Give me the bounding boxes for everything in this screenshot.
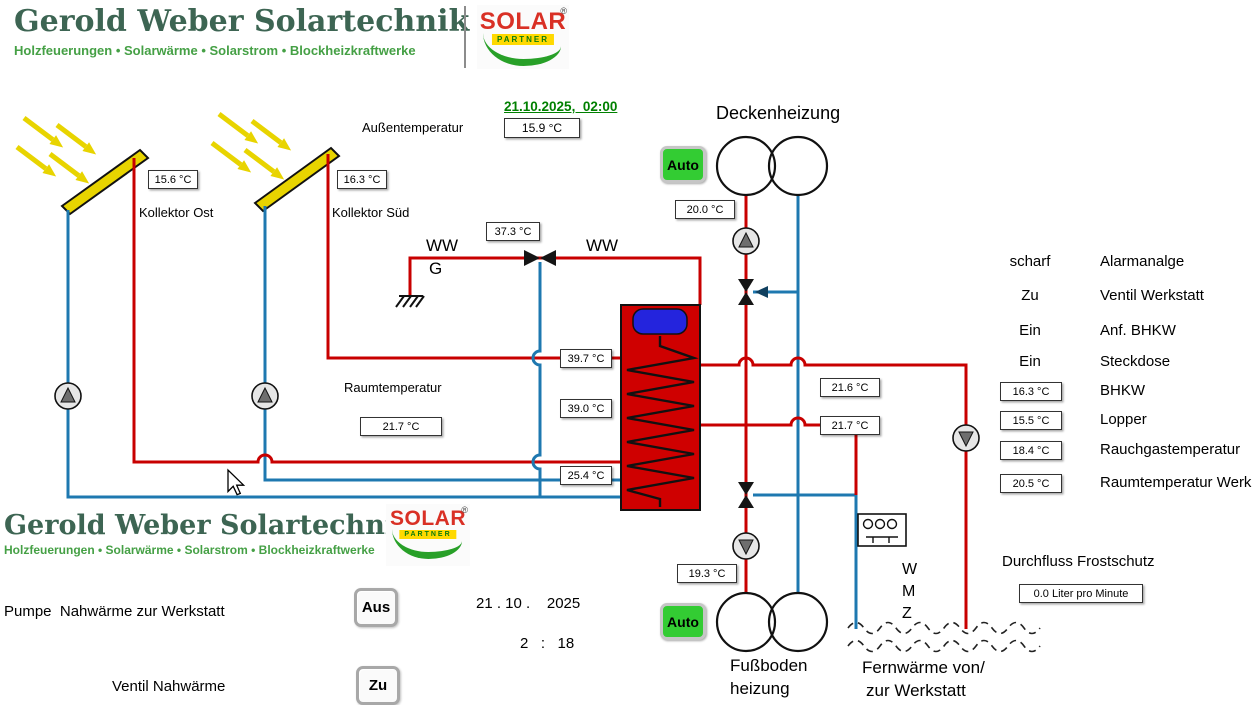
pump-nahwaerme (952, 424, 980, 452)
pump-kollektor-sued (251, 382, 279, 410)
ground-label: G (429, 259, 443, 278)
sensor-box-raumtemp-werkstatt: 20.5 °C (1000, 474, 1062, 493)
status-value-steckdose: Ein (1019, 353, 1041, 370)
status-label-alarm: Alarmanalge (1100, 253, 1185, 270)
cold-water-riser (531, 262, 542, 497)
fussboden-title-line2: heizung (730, 679, 790, 698)
solar-partner-band: PARTNER (491, 34, 555, 45)
solar-swoosh (392, 529, 462, 559)
wmz-letter-m: M (902, 583, 916, 600)
decken-heat-exchanger (715, 135, 829, 197)
registered-mark: ® (461, 505, 468, 515)
sensor-box-bhkw: 16.3 °C (1000, 382, 1062, 401)
tank-temp-top-box: 39.7 °C (560, 349, 612, 368)
brand-subtitle: Holzfeuerungen • Solarwärme • Solarstrom… (14, 42, 416, 58)
hot-pipes (132, 154, 968, 629)
solar-partner-logo-footer: SOLAR ® PARTNER (386, 504, 470, 566)
wmz-letter-w: W (902, 561, 918, 578)
ww-label-right: WW (586, 236, 619, 255)
outdoor-temp-label: Außentemperatur (362, 120, 464, 135)
status-value-anf-bhkw: Ein (1019, 322, 1041, 339)
brand-header: Gerold Weber Solartechnik Holzfeuerungen… (14, 4, 470, 58)
ventil-nahwaerme-button[interactable]: Zu (356, 666, 400, 705)
fussboden-heat-exchanger (715, 591, 829, 653)
solar-swoosh (483, 33, 561, 66)
sensor-label-raumtemp-werkstatt: Raumtemperatur Werk (1100, 474, 1252, 491)
fussboden-title-line1: Fußboden (730, 656, 808, 675)
room-temp-box: 21.7 °C (360, 417, 442, 436)
outdoor-temp-box: 15.9 °C (504, 118, 580, 138)
status-label-steckdose: Steckdose (1100, 353, 1171, 370)
status-label-anf-bhkw: Anf. BHKW (1100, 322, 1176, 339)
loop-temp-upper-box: 21.6 °C (820, 378, 880, 397)
pump-nahwaerme-label: Pumpe Nahwärme zur Werkstatt (4, 603, 225, 620)
decken-title: Deckenheizung (716, 103, 841, 123)
tank-temp-low-box: 25.4 °C (560, 466, 612, 485)
fussboden-temp-box: 19.3 °C (677, 564, 737, 583)
kollektor-ost-label: Kollektor Ost (139, 205, 214, 220)
fussboden-auto-button[interactable]: Auto (660, 603, 706, 640)
brand-title: Gerold Weber Solartechnik (14, 4, 470, 39)
sensor-label-bhkw: BHKW (1100, 382, 1145, 399)
pump-nahwaerme-button[interactable]: Aus (354, 588, 398, 627)
fernwaerme-label-line1: Fernwärme von/ (862, 658, 985, 677)
kollektor-ost-temp-box: 15.6 °C (148, 170, 198, 189)
ww-label-left: WW (426, 236, 459, 255)
fernwaerme-wavy-lines (847, 621, 1041, 653)
sun-rays-sued (210, 112, 292, 180)
kollektor-sued-label: Kollektor Süd (332, 205, 410, 220)
buffer-tank (620, 304, 701, 511)
fussboden-valve (738, 482, 754, 508)
ww-mixing-valve (524, 250, 556, 266)
pump-fussbodenheizung (732, 532, 760, 560)
brand-subtitle-footer: Holzfeuerungen • Solarwärme • Solarstrom… (4, 543, 375, 558)
brand-title-footer: Gerold Weber Solartechnik (4, 510, 414, 541)
solar-partner-band: PARTNER (399, 530, 457, 539)
pump-deckenheizung (732, 227, 760, 255)
ventil-nahwaerme-label: Ventil Nahwärme (112, 678, 226, 695)
flow-arrow (755, 286, 768, 298)
decken-valve (738, 279, 754, 305)
header-divider (464, 6, 466, 68)
solar-logo-text: SOLAR (390, 507, 466, 530)
datetime-display: 21.10.2025, 02:00 (504, 99, 618, 114)
pump-kollektor-ost (54, 382, 82, 410)
schedule-date: 21 . 10 . 2025 (476, 595, 581, 612)
flow-label: Durchfluss Frostschutz (1002, 553, 1155, 570)
wmz-letter-z: Z (902, 605, 912, 622)
kollektor-sued-temp-box: 16.3 °C (337, 170, 387, 189)
status-label-ventil-werkstatt: Ventil Werkstatt (1100, 287, 1204, 304)
sensor-box-lopper: 15.5 °C (1000, 411, 1062, 430)
sensor-label-lopper: Lopper (1100, 411, 1147, 428)
schedule-time: 2 : 18 (520, 635, 575, 652)
ground-symbol (395, 295, 425, 308)
sensor-box-rauchgas: 18.4 °C (1000, 441, 1062, 460)
loop-temp-lower-box: 21.7 °C (820, 416, 880, 435)
ww-temp-box: 37.3 °C (486, 222, 540, 241)
collector-panel-sued (253, 146, 341, 213)
decken-temp-box: 20.0 °C (675, 200, 735, 219)
wmz-meter-icon (857, 513, 907, 547)
decken-auto-button[interactable]: Auto (660, 146, 706, 183)
status-value-alarm: scharf (1009, 253, 1051, 270)
tank-temp-mid-box: 39.0 °C (560, 399, 612, 418)
solar-logo-text: SOLAR (479, 8, 567, 35)
solar-partner-logo: SOLAR ® PARTNER (477, 5, 569, 69)
registered-mark: ® (560, 6, 567, 16)
sun-rays-ost (15, 116, 97, 184)
mouse-cursor (227, 468, 246, 496)
sensor-label-rauchgas: Rauchgastemperatur (1100, 441, 1241, 458)
status-value-ventil-werkstatt: Zu (1021, 287, 1039, 304)
room-temp-label: Raumtemperatur (344, 380, 442, 395)
flow-value-box: 0.0 Liter pro Minute (1019, 584, 1143, 603)
brand-footer: Gerold Weber Solartechnik Holzfeuerungen… (4, 510, 414, 557)
fernwaerme-label-line2: zur Werkstatt (866, 681, 966, 700)
